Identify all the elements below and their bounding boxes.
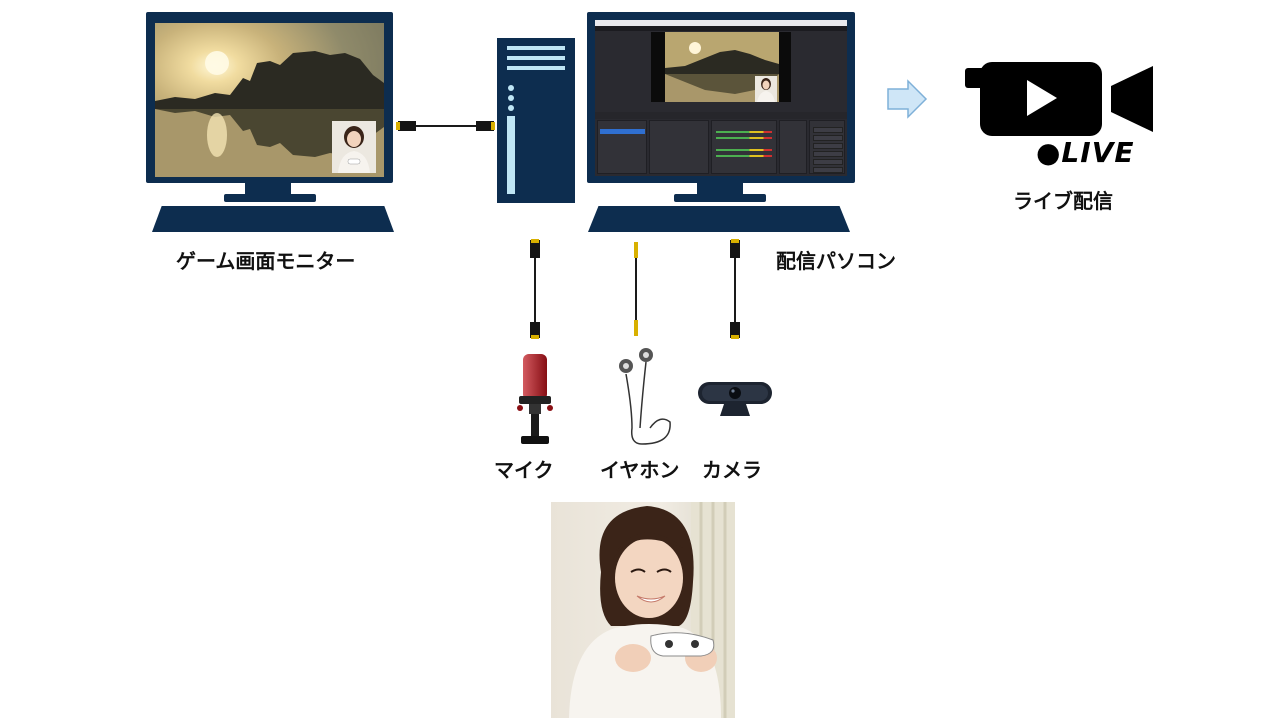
game-monitor-base — [224, 194, 316, 202]
streamer-photo — [551, 502, 735, 718]
webcam-icon — [696, 380, 774, 424]
tower-bay-1 — [507, 46, 565, 50]
right-arrow-icon — [886, 79, 928, 119]
obs-meter-2 — [716, 137, 772, 139]
camera-cable-bottom-plug — [730, 322, 740, 338]
camera-cable-top-tip — [731, 239, 739, 243]
game-monitor — [146, 12, 393, 183]
person-thumbnail — [332, 121, 376, 173]
camera-cable — [734, 258, 736, 322]
label-live-stream: ライブ配信 — [1013, 189, 1113, 213]
obs-meter-4 — [716, 155, 772, 157]
earphone-cable — [635, 258, 637, 322]
obs-meter-3 — [716, 149, 772, 151]
live-badge: ●LIVE — [1036, 136, 1135, 169]
label-mic: マイク — [494, 458, 554, 482]
hdmi-tip-left — [396, 122, 400, 130]
earphone-jack-bottom — [634, 320, 638, 336]
tower-led-2 — [508, 95, 514, 101]
rock-silhouette — [155, 51, 384, 177]
label-game-monitor: ゲーム画面モニター — [176, 249, 356, 273]
obs-exit-button[interactable] — [813, 167, 843, 173]
streaming-monitor-screen — [595, 20, 847, 176]
obs-meter-1 — [716, 131, 772, 133]
obs-sources-panel — [649, 120, 709, 174]
streaming-monitor-neck — [697, 183, 743, 195]
obs-controls-panel — [809, 120, 845, 174]
hdmi-tip-right — [491, 122, 495, 130]
tower-led-3 — [508, 105, 514, 111]
obs-settings-button[interactable] — [813, 159, 843, 165]
label-camera: カメラ — [702, 458, 762, 482]
game-monitor-keyboard — [152, 206, 394, 232]
mic-cable-bottom-tip — [531, 335, 539, 339]
video-camera-icon — [965, 58, 1157, 146]
pc-tower — [497, 38, 575, 203]
tower-bay-3 — [507, 66, 565, 70]
obs-preview-scene — [665, 32, 779, 102]
hdmi-plug-left — [398, 121, 416, 131]
label-streaming-pc: 配信パソコン — [776, 249, 896, 273]
game-monitor-neck — [245, 183, 291, 195]
earphones-icon — [612, 348, 680, 452]
obs-scenes-panel — [597, 120, 647, 174]
obs-virtual-camera-button[interactable] — [813, 143, 843, 149]
tower-stripe — [507, 116, 515, 194]
label-earphones: イヤホン — [600, 458, 680, 482]
obs-studio-mode-button[interactable] — [813, 151, 843, 157]
mic-cable — [534, 258, 536, 322]
camera-cable-bottom-tip — [731, 335, 739, 339]
earphone-jack-top — [634, 242, 638, 258]
camera-cable-top-plug — [730, 240, 740, 258]
game-monitor-screen — [155, 23, 384, 177]
obs-menubar — [595, 26, 847, 31]
hdmi-plug-right — [476, 121, 494, 131]
streaming-monitor — [587, 12, 855, 183]
webcam-inset — [332, 121, 376, 173]
obs-scene-selected — [600, 129, 645, 134]
mic-cable-bottom-plug — [530, 322, 540, 338]
tower-bay-2 — [507, 56, 565, 60]
obs-preview — [651, 32, 791, 102]
obs-start-streaming-button[interactable] — [813, 127, 843, 133]
obs-dock-tabs — [595, 112, 847, 119]
streaming-monitor-keyboard — [588, 206, 850, 232]
hdmi-cable-horizontal — [416, 125, 476, 127]
streaming-monitor-base — [674, 194, 766, 202]
play-icon — [1027, 80, 1057, 116]
obs-transitions-panel — [779, 120, 807, 174]
obs-titlebar — [595, 20, 847, 26]
obs-mixer-panel — [711, 120, 777, 174]
mic-cable-top-plug — [530, 240, 540, 258]
mic-cable-top-tip — [531, 239, 539, 243]
tower-led-1 — [508, 85, 514, 91]
microphone-icon — [515, 352, 555, 452]
obs-start-recording-button[interactable] — [813, 135, 843, 141]
obs-window — [595, 20, 847, 176]
